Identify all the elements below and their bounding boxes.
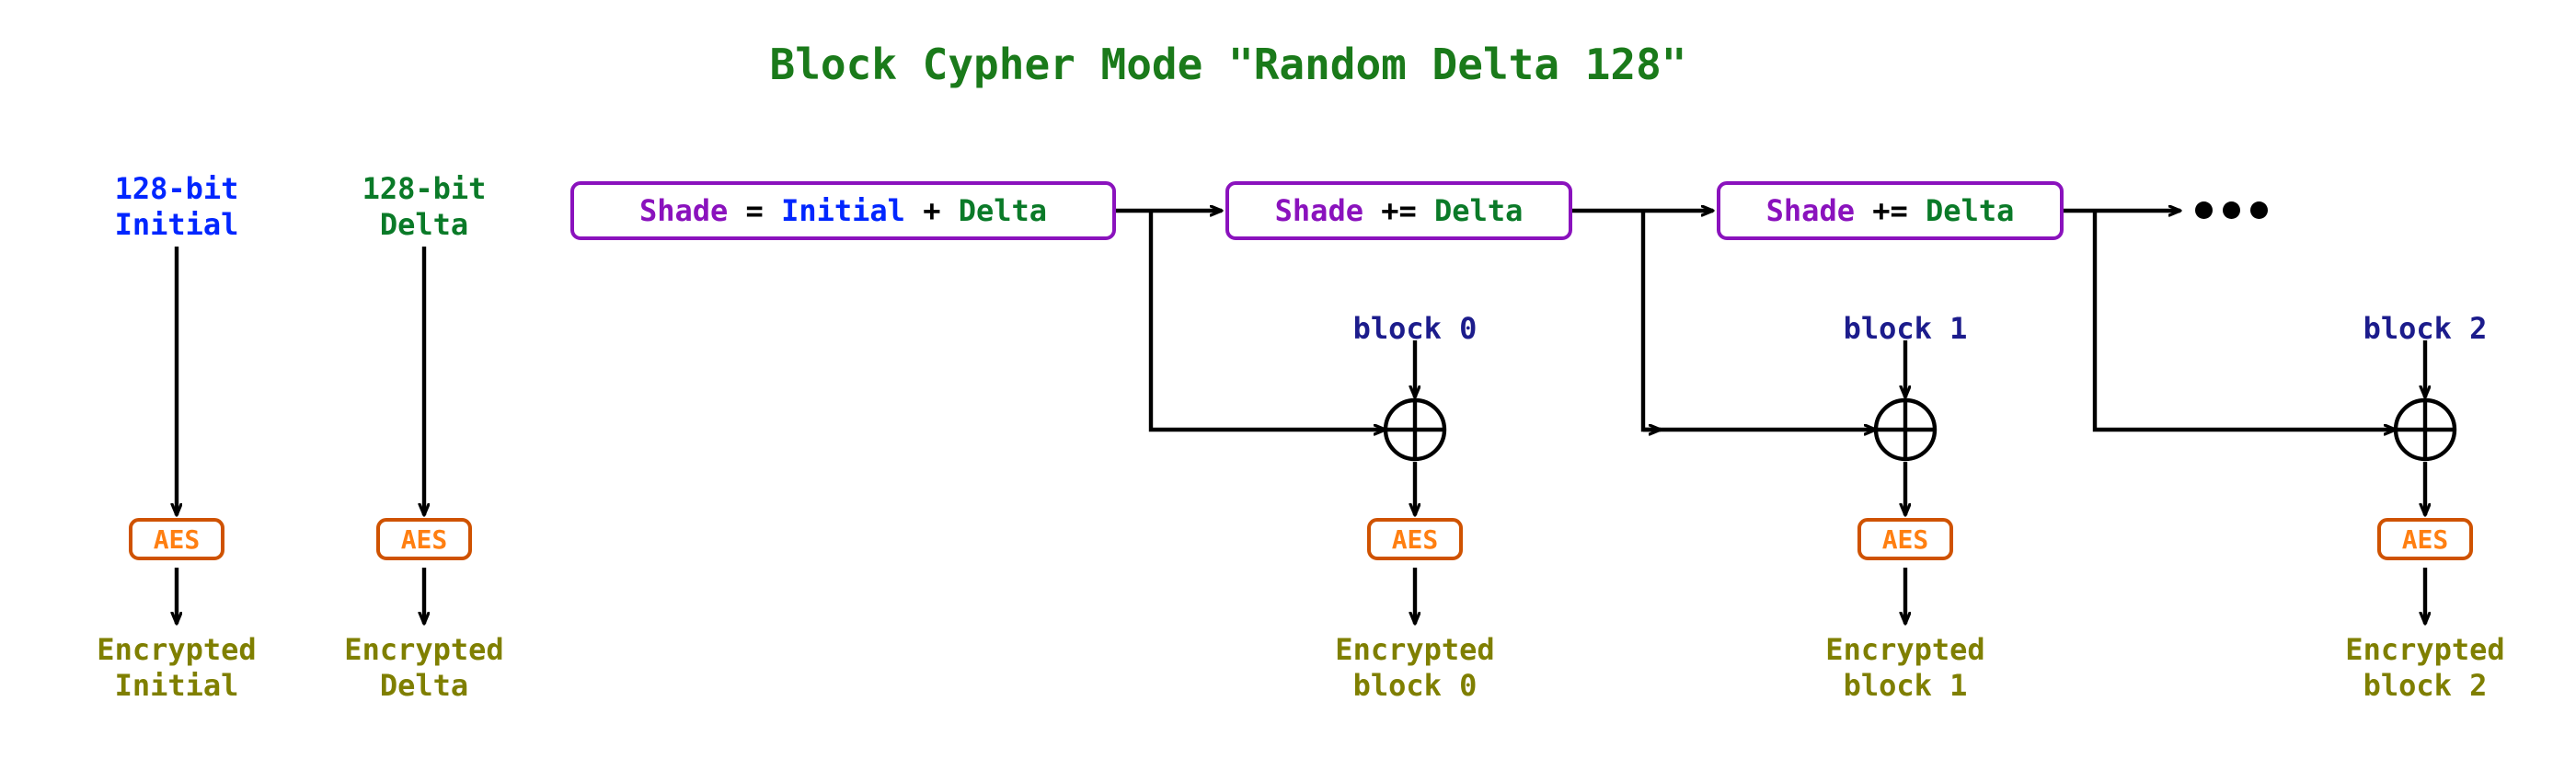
shade-token-1-3 <box>1417 193 1434 228</box>
xor-gate-0 <box>1383 397 1447 462</box>
shade-token-2-3 <box>1908 193 1926 228</box>
ellipsis-dot-1 <box>2195 201 2213 219</box>
aes-label: AES <box>153 523 201 555</box>
block-label-2: block 2 <box>2363 311 2488 346</box>
block-label-1: block 1 <box>1843 311 1968 346</box>
aes-label: AES <box>1881 523 1929 555</box>
aes-box-delta[interactable]: AES <box>376 518 472 560</box>
shade-token-0-2: = <box>745 193 764 228</box>
encrypted-block-2-label: Encrypted block 2 <box>2345 632 2504 704</box>
initial-header: 128-bit Initial <box>115 171 239 243</box>
shade-token-2-2: += <box>1872 193 1908 228</box>
encrypted-block-0-line2: block 0 <box>1352 668 1478 704</box>
xor-gate-1 <box>1873 397 1938 462</box>
aes-box-initial[interactable]: AES <box>129 518 224 560</box>
shade-token-1-2: += <box>1381 193 1417 228</box>
encrypted-initial-line1: Encrypted <box>97 632 257 667</box>
shade-token-0-6: + <box>923 193 941 228</box>
shade-token-2-1 <box>1855 193 1872 228</box>
delta-header-line2: Delta <box>379 207 469 243</box>
wire-branch-to-xor-2 <box>2092 211 2396 430</box>
delta-header-line1: 128-bit <box>362 171 487 206</box>
shade-token-0-8: Delta <box>958 193 1048 228</box>
encrypted-block-0-line1: Encrypted <box>1335 632 1495 667</box>
shade-token-0-3 <box>764 193 781 228</box>
encrypted-block-2-line2: block 2 <box>2363 668 2488 704</box>
ellipsis-dot-3 <box>2250 201 2268 219</box>
shade-token-0-4: Initial <box>781 193 905 228</box>
initial-header-line2: Initial <box>114 207 239 243</box>
aes-label: AES <box>400 523 448 555</box>
encrypted-delta-label: Encrypted Delta <box>344 632 503 704</box>
encrypted-block-1-line1: Encrypted <box>1825 632 1985 667</box>
aes-label: AES <box>1391 523 1439 555</box>
shade-box-0[interactable]: Shade = Initial + Delta <box>570 181 1116 240</box>
block-label-0: block 0 <box>1352 311 1478 346</box>
aes-box-block-2[interactable]: AES <box>2377 518 2473 560</box>
aes-label: AES <box>2401 523 2449 555</box>
shade-token-2-0: Shade <box>1765 193 1855 228</box>
shade-token-1-1 <box>1363 193 1381 228</box>
encrypted-initial-line2: Initial <box>114 668 239 704</box>
page-title: Block Cypher Mode "Random Delta 128" <box>769 40 1687 89</box>
ellipsis-dot-2 <box>2223 201 2240 219</box>
encrypted-block-0-label: Encrypted block 0 <box>1335 632 1494 704</box>
shade-box-1[interactable]: Shade += Delta <box>1225 181 1572 240</box>
shade-token-0-5 <box>905 193 923 228</box>
initial-header-line1: 128-bit <box>114 171 239 206</box>
shade-token-1-4: Delta <box>1434 193 1524 228</box>
xor-gate-2 <box>2393 397 2457 462</box>
aes-box-block-1[interactable]: AES <box>1857 518 1953 560</box>
encrypted-initial-label: Encrypted Initial <box>97 632 256 704</box>
wire-branch-to-xor-1 <box>1640 211 1661 430</box>
shade-token-0-7 <box>940 193 958 228</box>
shade-token-2-4: Delta <box>1926 193 2015 228</box>
encrypted-block-2-line1: Encrypted <box>2345 632 2505 667</box>
shade-token-1-0: Shade <box>1274 193 1363 228</box>
aes-box-block-0[interactable]: AES <box>1367 518 1463 560</box>
wire-branch-to-xor-0 <box>1148 211 1386 430</box>
encrypted-delta-line2: Delta <box>379 668 469 704</box>
encrypted-block-1-line2: block 1 <box>1843 668 1968 704</box>
ellipsis-continuation <box>2195 201 2268 219</box>
shade-token-0-1 <box>728 193 745 228</box>
encrypted-delta-line1: Encrypted <box>344 632 504 667</box>
delta-header: 128-bit Delta <box>362 171 487 243</box>
shade-box-2[interactable]: Shade += Delta <box>1717 181 2064 240</box>
encrypted-block-1-label: Encrypted block 1 <box>1825 632 1984 704</box>
shade-token-0-0: Shade <box>638 193 729 228</box>
